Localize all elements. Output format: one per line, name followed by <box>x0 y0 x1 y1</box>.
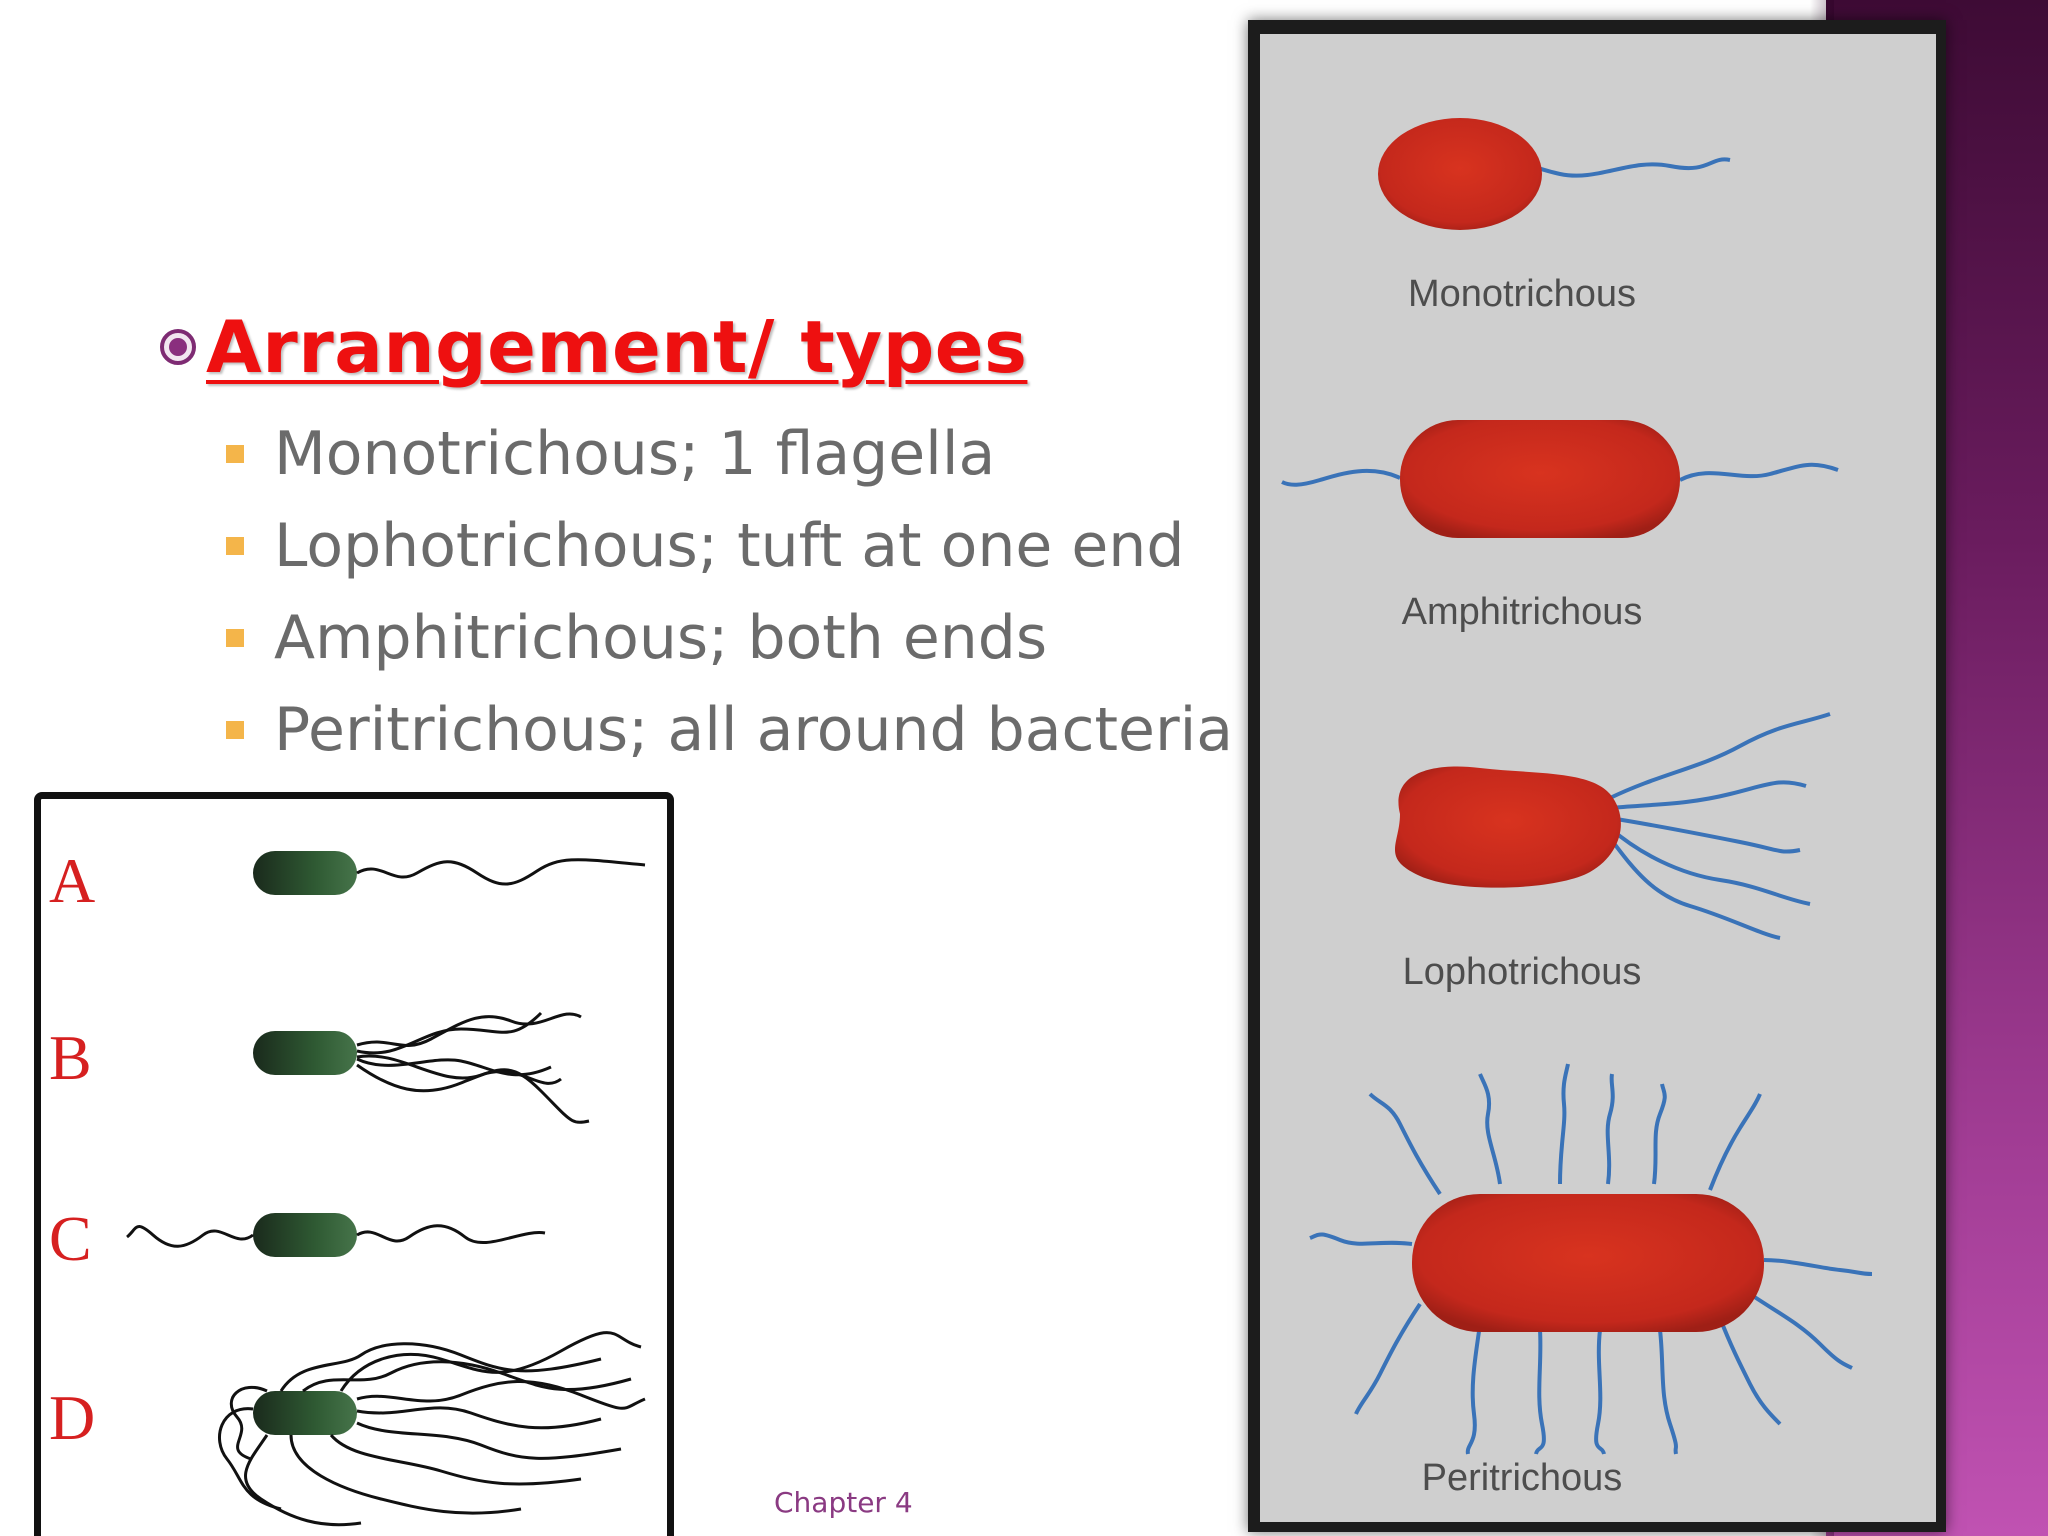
label-b: B <box>49 1022 92 1093</box>
list-item-text: Amphitrichous; both ends <box>274 603 1048 673</box>
label-a: A <box>49 845 95 916</box>
square-bullet-icon <box>226 445 244 463</box>
heading-text: Arrangement/ types <box>206 305 1028 389</box>
bacterium-amphitrichous <box>1281 420 1839 538</box>
footer-chapter: Chapter 4 <box>774 1486 913 1519</box>
list-item: Amphitrichous; both ends <box>226 592 1233 684</box>
square-bullet-icon <box>226 721 244 739</box>
bacterium-c <box>126 1213 546 1257</box>
square-bullet-icon <box>226 537 244 555</box>
square-bullet-icon <box>226 629 244 647</box>
flagella-diagram-abcd: A B C D <box>34 792 674 1536</box>
bullet-list: Monotrichous; 1 flagella Lophotrichous; … <box>226 408 1233 776</box>
caption-monotrichous: Monotrichous <box>1408 273 1636 315</box>
bacterium-b <box>253 1011 590 1124</box>
caption-peritrichous: Peritrichous <box>1422 1457 1623 1499</box>
circle-bullet-icon <box>160 329 196 365</box>
list-item: Lophotrichous; tuft at one end <box>226 500 1233 592</box>
bacterium-lophotrichous <box>1395 712 1831 940</box>
bacterium-d <box>218 1331 646 1527</box>
flagella-photo: Monotrichous Amphitrichous Lo <box>1260 34 1936 1522</box>
list-item-text: Peritrichous; all around bacteria <box>274 695 1234 765</box>
label-c: C <box>49 1203 92 1274</box>
caption-amphitrichous: Amphitrichous <box>1402 591 1643 633</box>
bacterium-monotrichous <box>1378 118 1731 230</box>
flagella-photo-svg: Monotrichous Amphitrichous Lo <box>1281 118 1873 1499</box>
slide-heading: Arrangement/ types <box>160 305 1027 389</box>
bacterium-a <box>253 851 646 895</box>
flagella-diagram-svg: A B C D <box>49 845 646 1527</box>
flagella-photo-frame: Monotrichous Amphitrichous Lo <box>1248 20 1946 1532</box>
list-item-text: Monotrichous; 1 flagella <box>274 419 996 489</box>
list-item: Monotrichous; 1 flagella <box>226 408 1233 500</box>
list-item: Peritrichous; all around bacteria <box>226 684 1233 776</box>
label-d: D <box>49 1382 95 1453</box>
list-item-text: Lophotrichous; tuft at one end <box>274 511 1185 581</box>
caption-lophotrichous: Lophotrichous <box>1403 951 1642 993</box>
bacterium-peritrichous <box>1309 1063 1873 1455</box>
